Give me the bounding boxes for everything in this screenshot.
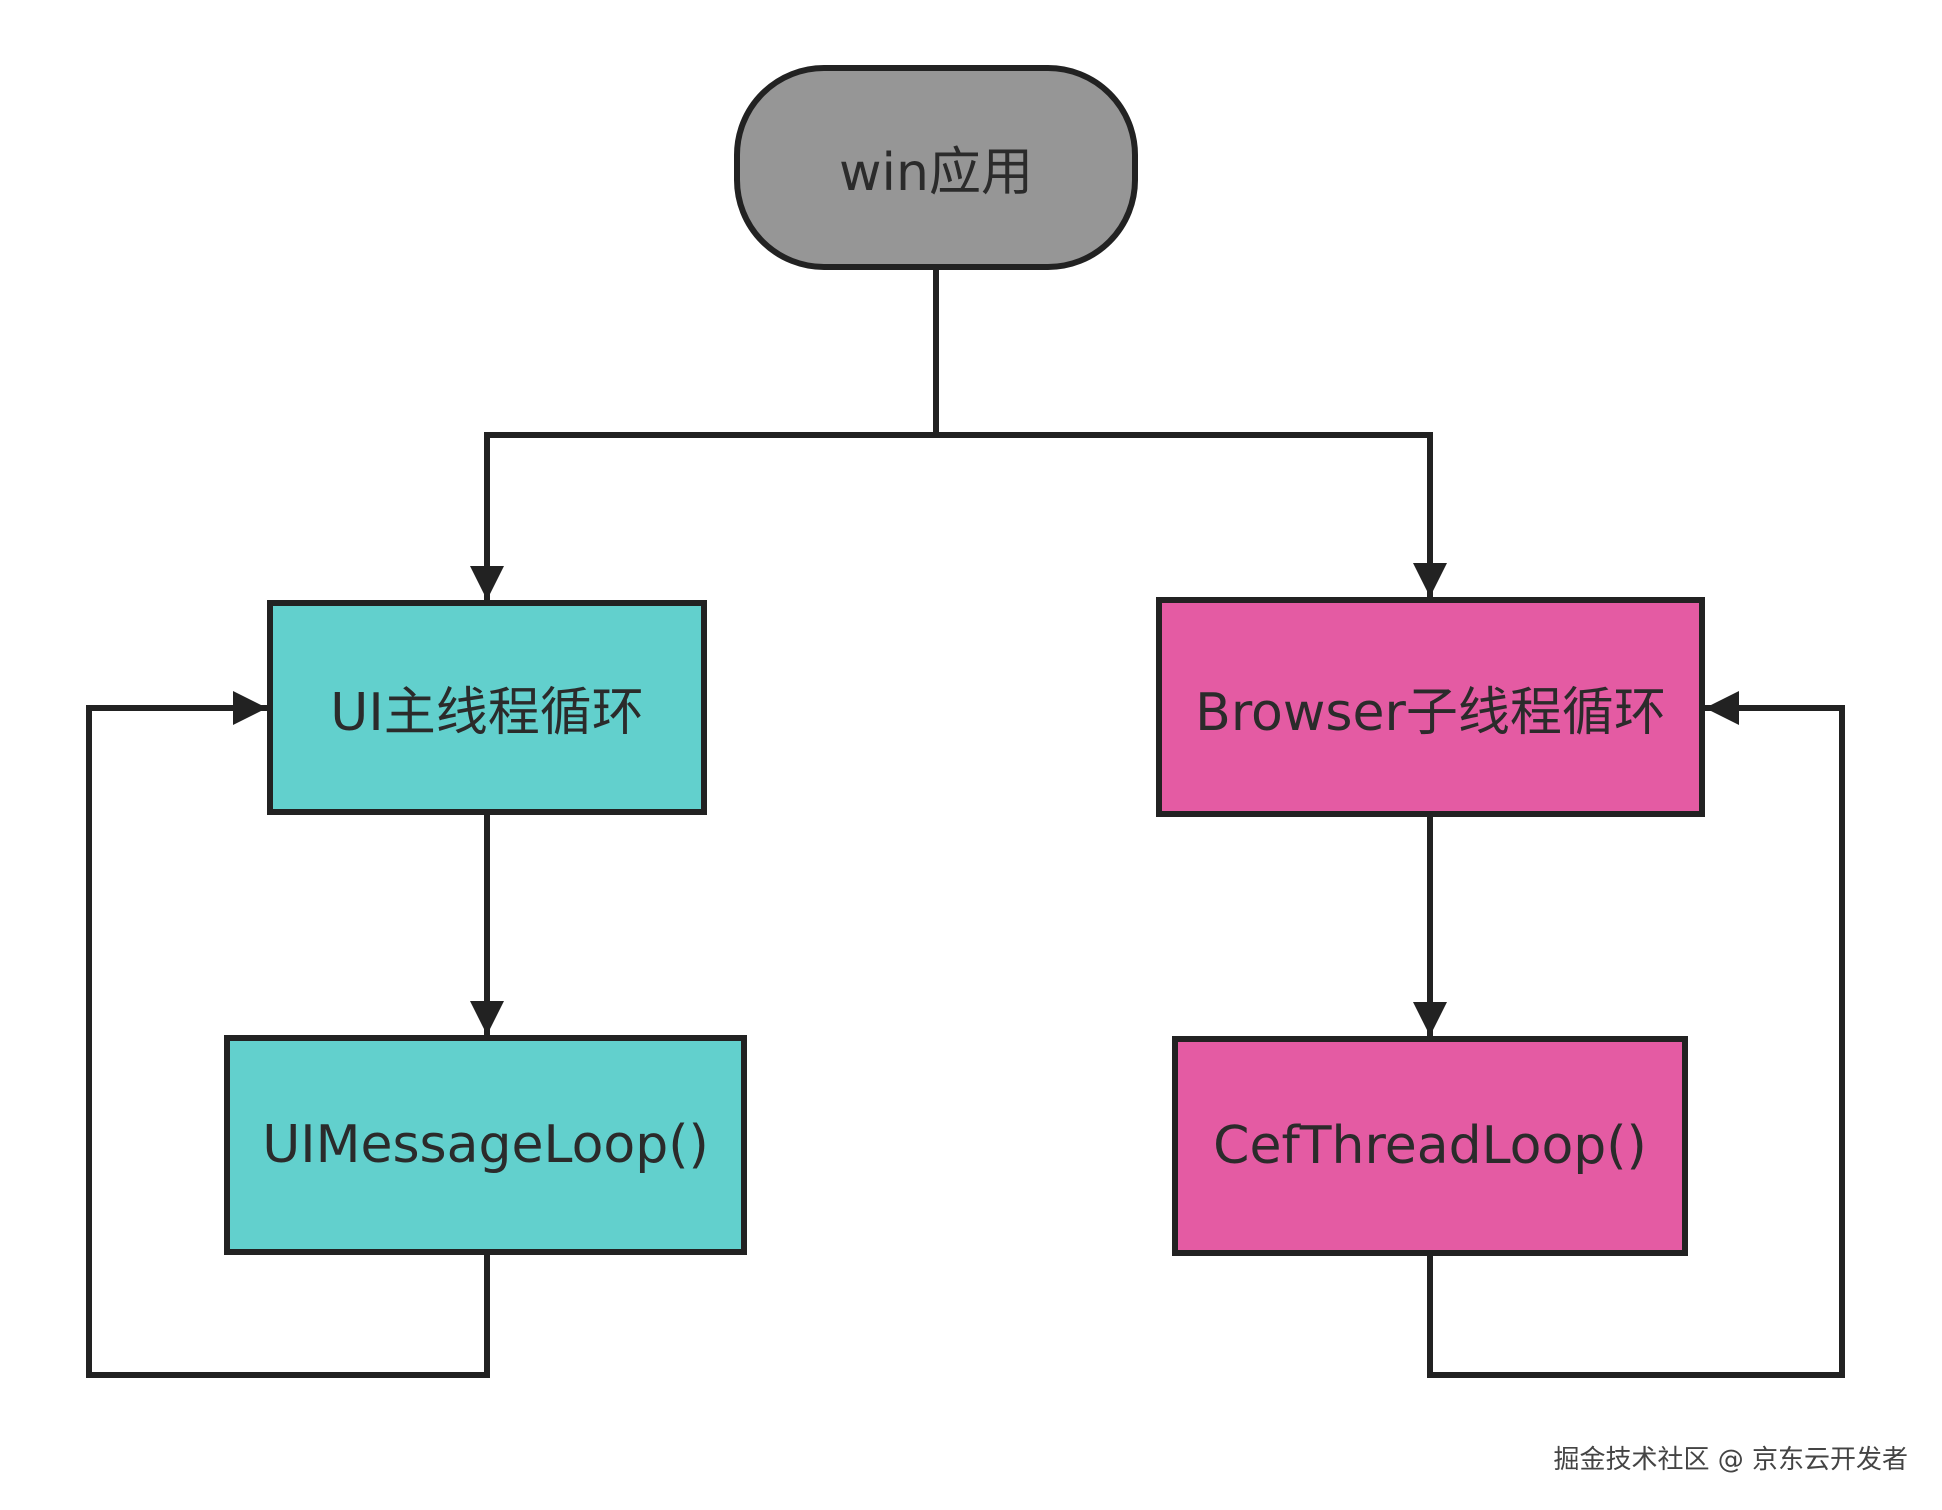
win-app-node: win应用: [734, 65, 1138, 270]
cef-thread-loop-label: CefThreadLoop(): [1213, 1116, 1647, 1176]
ui-main-thread-loop-label: UI主线程循环: [330, 683, 644, 743]
browser-sub-thread-loop-node: Browser子线程循环: [1156, 597, 1705, 817]
win-app-label: win应用: [839, 143, 1033, 203]
footer-credit: 掘金技术社区 @ 京东云开发者: [1553, 1445, 1908, 1475]
browser-sub-thread-loop-label: Browser子线程循环: [1195, 682, 1666, 743]
ui-feedback-arrow: [86, 691, 490, 1378]
ui-message-loop-label: UIMessageLoop(): [262, 1115, 709, 1175]
browser-feedback-arrow: [1427, 691, 1845, 1378]
root-to-ui-loop-arrow: [470, 432, 936, 600]
ui-message-loop-node: UIMessageLoop(): [224, 1035, 747, 1255]
ui-main-thread-loop-node: UI主线程循环: [267, 600, 707, 815]
root-to-browser-loop-arrow: [936, 432, 1447, 597]
cef-thread-loop-node: CefThreadLoop(): [1172, 1036, 1688, 1256]
